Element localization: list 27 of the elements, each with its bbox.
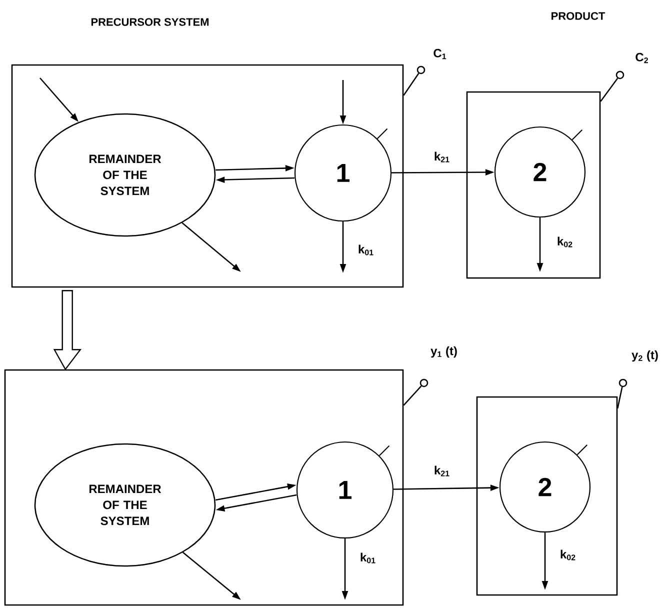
rate-label: k$_{21}$ [432,464,452,478]
port-label: C$_{2}$ [636,52,648,64]
sampling-port [618,378,628,388]
system-box [11,64,404,288]
system-box [476,396,618,596]
rate-label: k$_{01}$ [358,552,378,564]
port-label: y$_{1}$ (t) [430,346,457,358]
rate-label: k$_{02}$ [556,236,574,248]
sampling-port [616,70,624,80]
rate-label: k$_{01}$ [356,244,376,256]
compartment-blob: REMAINDER OF THE SYSTEM [34,113,216,237]
port-label: y$_{2}$ (t) [632,350,658,362]
column-heading: PRECURSOR SYSTEM [91,18,209,26]
sampling-line [617,386,623,408]
column-heading: PRODUCT [552,12,606,20]
sampling-port [416,66,426,74]
transition-arrow [53,290,82,370]
system-box [4,369,404,606]
sampling-line [600,78,618,102]
port-label: C$_{1}$ [434,48,446,60]
system-box [466,91,601,279]
compartment-blob: REMAINDER OF THE SYSTEM [34,443,216,567]
sampling-port [420,378,428,388]
sampling-line [403,386,422,406]
rate-label: k$_{02}$ [558,548,578,562]
sampling-line [403,73,420,96]
rate-label: k$_{21}$ [432,150,452,164]
